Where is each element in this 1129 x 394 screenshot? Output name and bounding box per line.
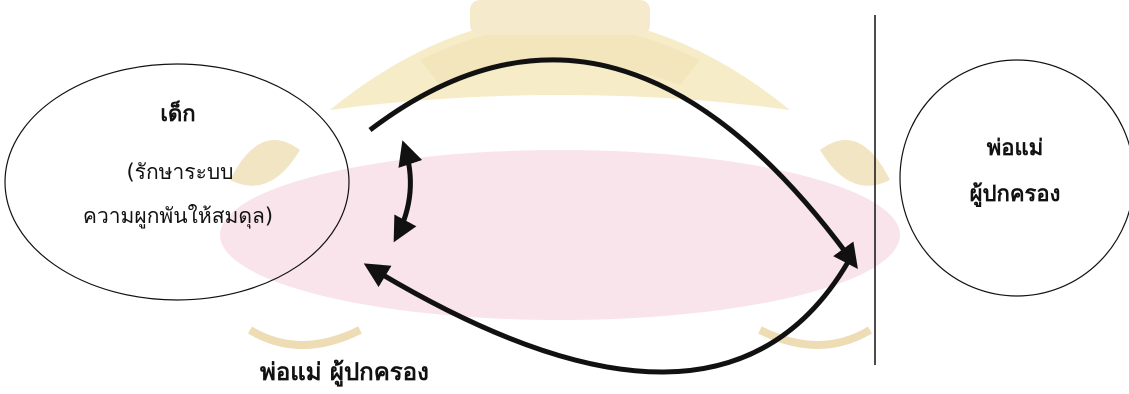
bottom-caption: พ่อแม่ ผู้ปกครอง [260, 360, 580, 384]
child-node-title: เด็ก [118, 104, 238, 126]
child-node-subtitle-line2: ความผูกพันให้สมดุล) [38, 206, 318, 227]
parent-node-line1: พ่อแม่ [945, 138, 1085, 160]
parent-node-ellipse [900, 60, 1129, 296]
child-node-subtitle-line1: (รักษาระบบ [70, 162, 290, 183]
parent-node-line2: ผู้ปกครอง [925, 184, 1105, 206]
